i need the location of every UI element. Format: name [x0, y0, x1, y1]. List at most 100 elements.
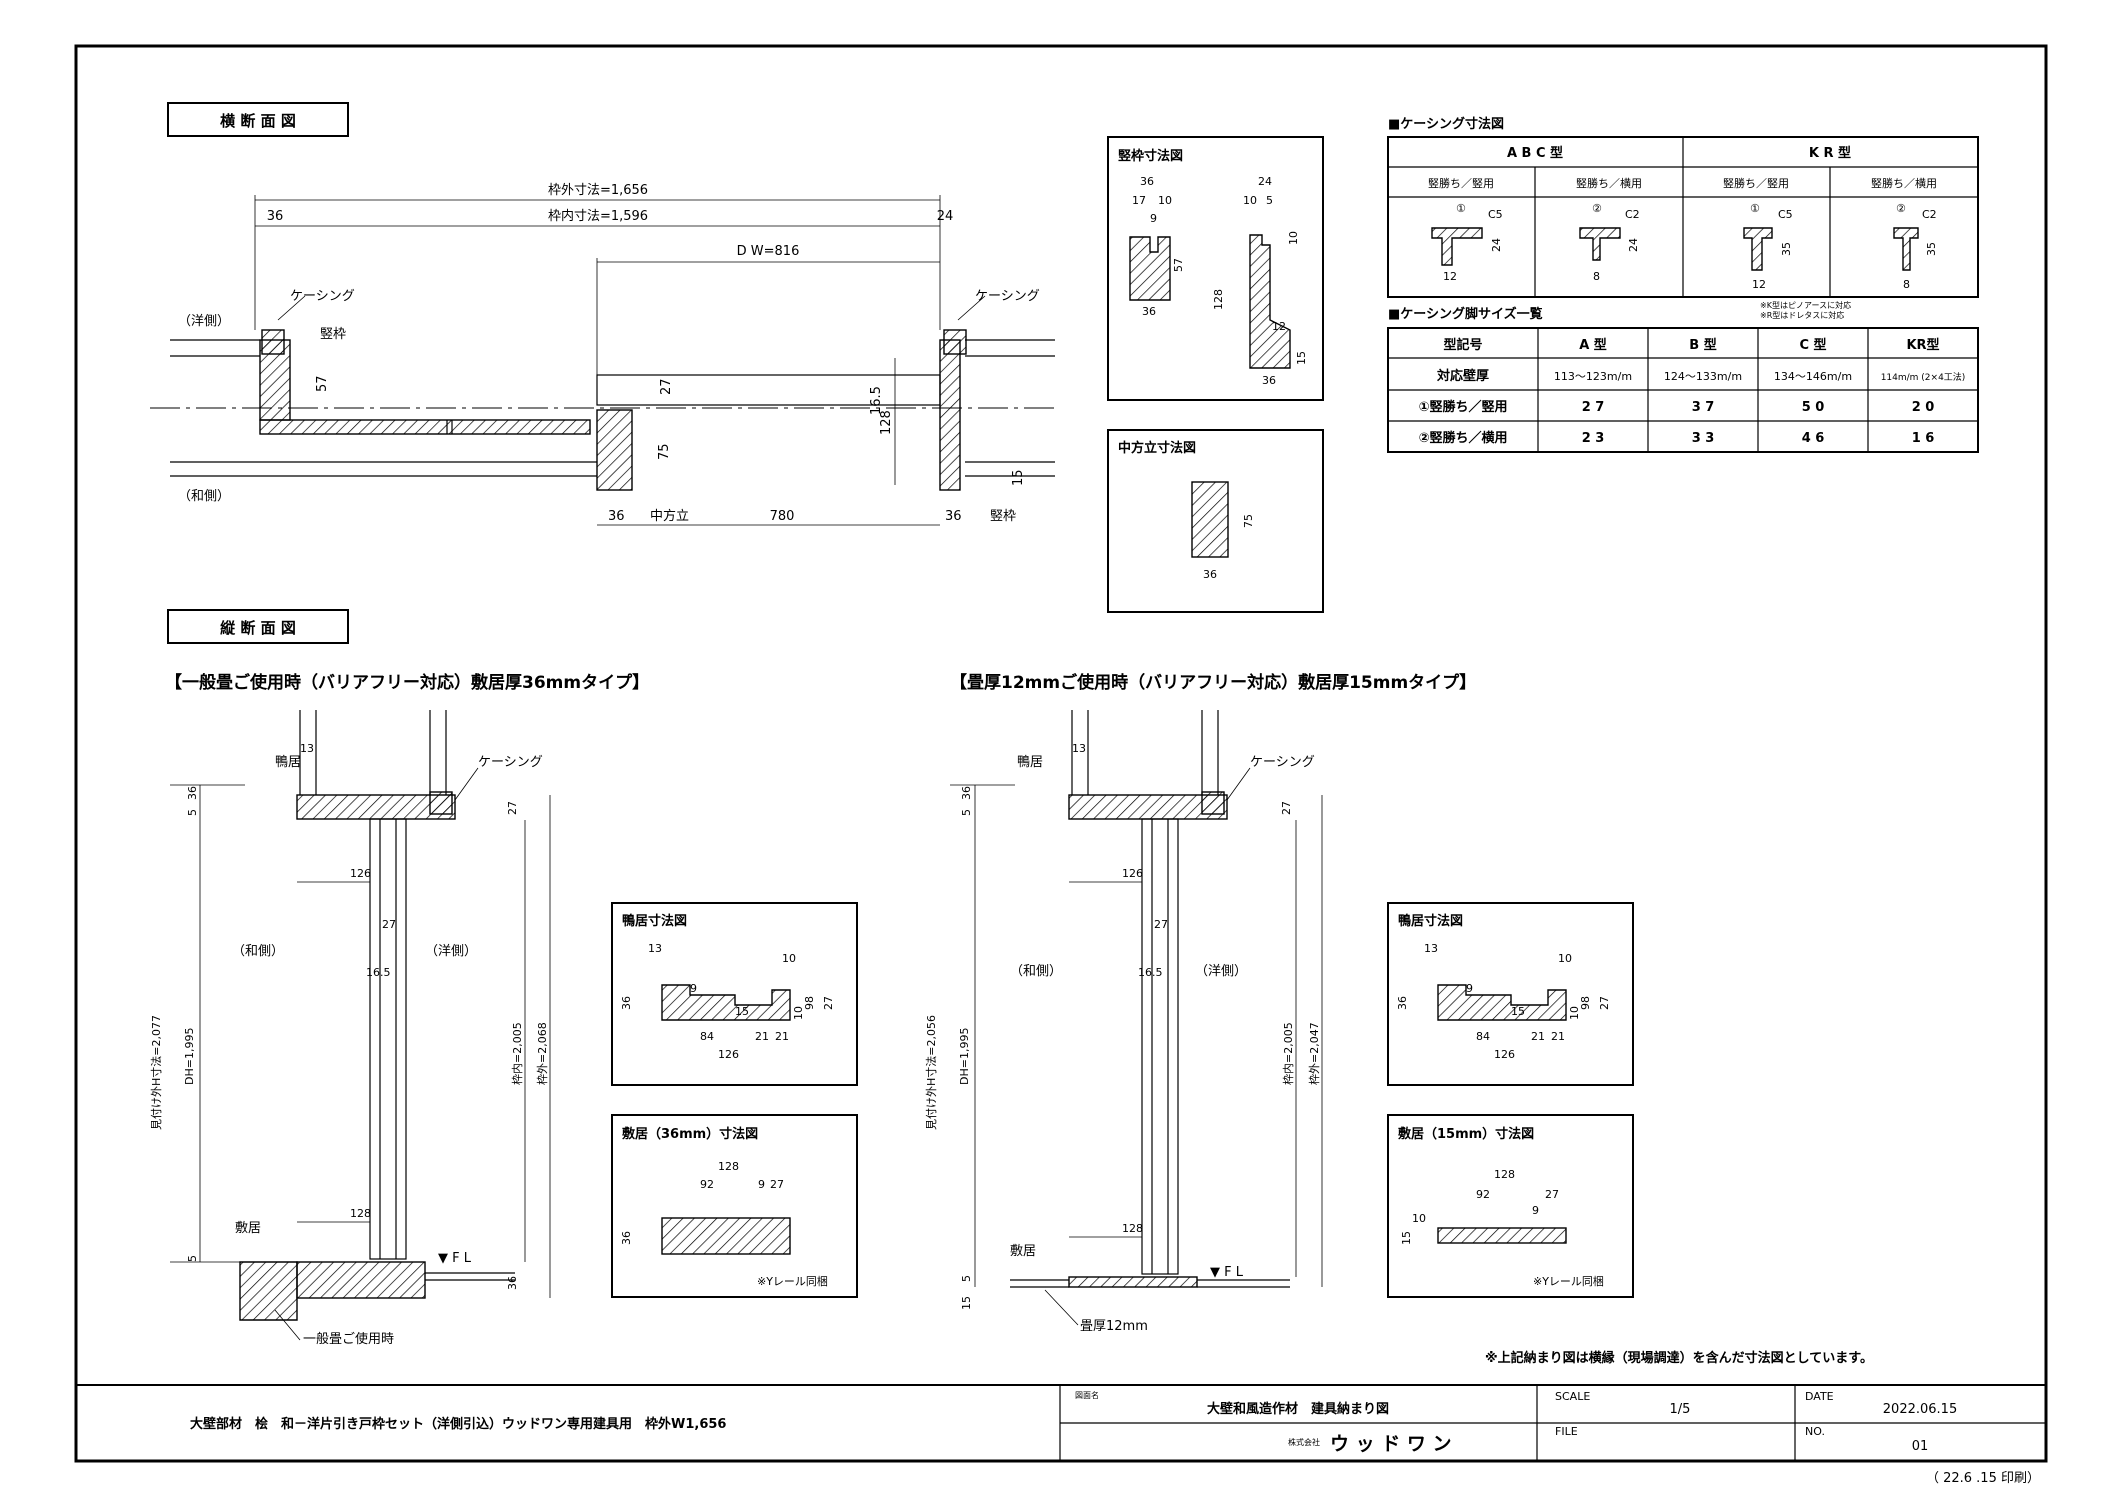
cell: 3 3: [1692, 431, 1715, 446]
dim-36b: 36: [945, 509, 962, 524]
casing-shape: [1201, 791, 1225, 815]
dim-75: 75: [657, 443, 672, 460]
shikii-profile: [661, 1217, 791, 1255]
dim-13: 13: [1072, 742, 1086, 755]
group-abc: A B C 型: [1507, 145, 1563, 161]
dim: 92: [1476, 1188, 1490, 1201]
icon-c: C5: [1488, 208, 1503, 221]
nakahoudate-detail-box: [1107, 429, 1324, 613]
icon-w: 12: [1752, 278, 1766, 291]
wa-label: （和側）: [232, 944, 284, 959]
nakahoudate-detail: 中方立寸法図 75 36: [1107, 429, 1324, 613]
dim-15: 15: [960, 1296, 973, 1310]
col-header: 竪勝ち／竪用: [1723, 176, 1789, 190]
dim: 126: [1494, 1048, 1515, 1061]
drawing-name: 大壁和風造作材 建具納まり図: [1207, 1401, 1389, 1417]
casing-icon-2: ② C2 24 8: [1579, 202, 1640, 283]
dim-16-5: 16.5: [869, 386, 884, 415]
kamoi-detail-right: 鴨居寸法図 13 10 36 9 15 10 98 27 84 21 21 12…: [1387, 902, 1634, 1086]
dim-27b: 27: [1154, 918, 1168, 931]
dim: 84: [1476, 1030, 1490, 1043]
icon-c: C2: [1922, 208, 1937, 221]
horizontal-title: 横 断 面 図: [220, 112, 296, 130]
icon-w: 8: [1593, 270, 1600, 283]
shikii-detail-box: [1387, 1114, 1634, 1298]
icon-num: ①: [1456, 202, 1466, 215]
dim-36: 36: [186, 786, 199, 800]
shikii-label: 敷居: [1010, 1244, 1036, 1259]
nakahoudate-shape: [596, 409, 633, 491]
vertical-title-box: [167, 609, 349, 644]
dim: 36: [1262, 374, 1276, 387]
dim-128: 128: [1122, 1222, 1143, 1235]
kamoi-detail-title: 鴨居寸法図: [1398, 913, 1463, 929]
dim: 27: [1545, 1188, 1559, 1201]
kamoi-detail-box: [1387, 902, 1634, 1086]
tatewaku-label: 竪枠: [320, 327, 346, 342]
dim: 5: [1266, 194, 1273, 207]
product-name: 大壁部材 桧 和－洋片引き戸枠セット（洋側引込）ウッドワン専用建具用 枠外W1,…: [190, 1416, 726, 1432]
dim: 21: [755, 1030, 769, 1043]
tatewaku-right: [939, 339, 961, 491]
dim: 15: [1400, 1231, 1413, 1245]
cell: 2 3: [1582, 431, 1605, 446]
dim: 21: [1531, 1030, 1545, 1043]
cell: 1 6: [1912, 431, 1935, 446]
dim: 15: [735, 1005, 749, 1018]
dim-5: 5: [186, 809, 199, 816]
cell: B 型: [1689, 337, 1716, 353]
dim-27: 27: [659, 378, 674, 395]
leg-row-1: ①竪勝ち／竪用 2 7 3 7 5 0 2 0: [1418, 399, 1934, 415]
scale-value: 1/5: [1670, 1402, 1691, 1417]
col-header: 竪勝ち／竪用: [1428, 176, 1494, 190]
icon-num: ②: [1592, 202, 1602, 215]
file-label: FILE: [1555, 1425, 1578, 1438]
wakunai-dim: 枠内=2,005: [1281, 1022, 1295, 1085]
dim-15: 15: [1011, 469, 1026, 486]
dim-36a: 36: [608, 509, 625, 524]
casing-left-shape: [261, 329, 285, 355]
dim: 10: [1158, 194, 1172, 207]
tatewaku-label-2: 竪枠: [990, 509, 1016, 524]
nakahoudate-label: 中方立: [650, 508, 689, 524]
casing-right-label: ケーシング: [975, 289, 1040, 304]
dim-inner-label: 枠内寸法=1,596: [548, 208, 648, 224]
dim: 13: [1424, 942, 1438, 955]
casing-left-label: ケーシング: [290, 289, 355, 304]
dim-16-5: 16.5: [366, 966, 391, 979]
leg-table-title: ■ケーシング脚サイズ一覧: [1388, 306, 1543, 322]
dim-128: 128: [350, 1207, 371, 1220]
icon-h: 35: [1780, 242, 1793, 256]
cell: C 型: [1799, 337, 1826, 353]
cell: 134～146m/m: [1774, 370, 1852, 383]
print-date: （ 22.6 .15 印刷）: [1926, 1471, 2040, 1486]
icon-h: 35: [1925, 242, 1938, 256]
icon-num: ①: [1750, 202, 1760, 215]
wakugai-dim: 枠外=2,068: [535, 1022, 549, 1085]
tatami-label: 畳厚12mm: [1080, 1319, 1148, 1334]
dim-right-24: 24: [937, 209, 954, 224]
sheet-border: [74, 44, 2048, 1463]
cell: 型記号: [1443, 337, 1482, 353]
col-header: 竪勝ち／横用: [1871, 176, 1937, 190]
leg-note-2: ※R型はドレタスに対応: [1760, 310, 1844, 320]
casing-icon-1: ① C5 24 12: [1431, 202, 1503, 283]
mitsuke-dim: 見付け外H寸法=2,056: [924, 1015, 938, 1130]
casing-icon-4: ② C2 35 8: [1893, 202, 1938, 291]
dim-36b: 36: [506, 1276, 519, 1290]
leader: [957, 295, 986, 321]
shikii-note: ※Yレール同梱: [1533, 1274, 1604, 1288]
cell: KR型: [1906, 337, 1939, 353]
icon-h: 24: [1490, 238, 1503, 252]
dim: 36: [620, 1231, 633, 1245]
wakunai-dim: 枠内=2,005: [510, 1022, 524, 1085]
dim-128: 128: [879, 410, 894, 435]
drawing-label: 図面名: [1075, 1390, 1099, 1400]
icon-c: C2: [1625, 208, 1640, 221]
cell: ②竪勝ち／横用: [1418, 430, 1507, 446]
cell: ①竪勝ち／竪用: [1418, 399, 1507, 415]
dim-5b: 5: [186, 1255, 199, 1262]
leader: [454, 767, 479, 801]
dim: 84: [700, 1030, 714, 1043]
